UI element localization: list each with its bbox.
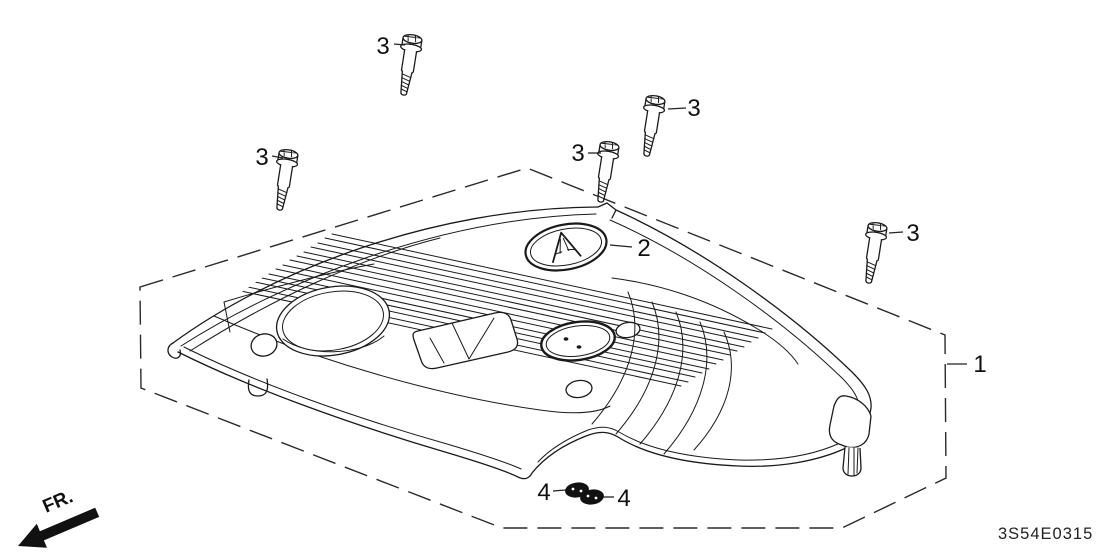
- cover-foot-tab: [247, 378, 269, 397]
- cover-large-opening-mouth: [282, 335, 385, 353]
- cover-large-opening: [275, 285, 391, 357]
- cover-large-opening-inner: [282, 290, 384, 352]
- hump-band-lines: [591, 291, 732, 455]
- cover-small-oval-left: [250, 333, 278, 357]
- cover-round-cap-inner: [545, 324, 611, 358]
- cover-trapezoid-detail: [429, 317, 495, 364]
- callout-4a-label[interactable]: 4: [537, 479, 550, 506]
- cap-dot: [576, 345, 582, 349]
- callout-3b-leader: [667, 107, 687, 110]
- front-direction-marker: FR.: [18, 486, 100, 548]
- cover-fill: [173, 207, 872, 479]
- emblem-a-mark: [551, 231, 582, 264]
- callout-3a-leader: [393, 43, 406, 46]
- cover-peak-step: [597, 202, 617, 219]
- callout-2-leader: [609, 244, 633, 248]
- callout-3e-leader: [888, 231, 904, 234]
- bolt-drawing-3[interactable]: [589, 139, 622, 205]
- callout-2-label[interactable]: 2: [637, 235, 650, 262]
- cover-small-oval-right: [615, 321, 641, 339]
- callout-3e-label[interactable]: 3: [906, 220, 919, 247]
- emblem-a-detail: [554, 237, 577, 255]
- hump-upper-edge: [611, 277, 799, 365]
- emblem-inner-ring: [529, 227, 603, 267]
- cover-bottom-inner-rim: [183, 346, 841, 470]
- engine-cover-drawing[interactable]: [167, 202, 872, 480]
- boundary-box: [139, 167, 947, 529]
- bolt-drawing-5[interactable]: [857, 220, 890, 286]
- emblem-drawing[interactable]: [521, 217, 610, 277]
- cover-bracket-pin-hatch: [847, 447, 859, 477]
- cover-top-right-inner-rim: [609, 219, 860, 411]
- bolt-drawing-4[interactable]: [268, 147, 301, 213]
- cover-bracket: [828, 395, 872, 449]
- callout-1-label[interactable]: 1: [973, 351, 986, 378]
- front-direction-label: FR.: [40, 486, 76, 517]
- callout-3d-leader: [271, 155, 284, 159]
- callout-3c-label[interactable]: 3: [571, 140, 584, 167]
- cover-bottom-edge: [177, 351, 867, 480]
- cover-top-left-inner-rim: [180, 213, 597, 352]
- callout-3a-label[interactable]: 3: [376, 33, 389, 60]
- callout-3d-label[interactable]: 3: [255, 144, 268, 171]
- front-direction-arrow-icon: [18, 507, 100, 548]
- cap-dot: [563, 337, 569, 341]
- grommet-drawing-2[interactable]: [579, 488, 605, 506]
- callout-3b-label[interactable]: 3: [687, 95, 700, 122]
- callout-4a-leader: [552, 489, 567, 492]
- bolt-drawing-2[interactable]: [635, 93, 668, 159]
- diagram-code: 3S54E0315: [998, 525, 1093, 543]
- cover-top-left-edge: [172, 206, 599, 344]
- cover-round-cap: [540, 320, 616, 362]
- cover-small-oval-bottom: [565, 379, 593, 399]
- cover-bracket-pin: [842, 446, 862, 477]
- cover-left-curl: [167, 342, 182, 359]
- bolt-drawing-1[interactable]: [392, 32, 425, 98]
- cover-recess-lines: [223, 263, 375, 333]
- cover-top-right-edge: [615, 209, 872, 435]
- callout-4b-label[interactable]: 4: [617, 485, 630, 512]
